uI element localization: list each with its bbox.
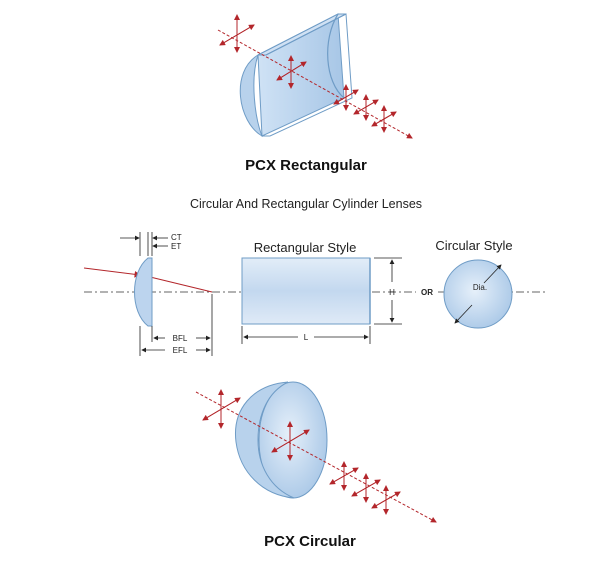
circular-lens-front xyxy=(443,259,513,329)
diagram-subtitle: Circular And Rectangular Cylinder Lenses xyxy=(190,197,422,211)
pcx-circular-caption: PCX Circular xyxy=(264,533,356,550)
et-label: ET xyxy=(171,242,181,251)
bfl-label: BFL xyxy=(173,334,188,343)
ct-et-dimension xyxy=(120,232,168,256)
h-dimension xyxy=(374,257,402,325)
dia-dimension xyxy=(454,264,502,324)
circular-style-title: Circular Style xyxy=(435,238,512,253)
pcx-circular-illustration xyxy=(195,381,437,523)
incident-ray xyxy=(83,267,213,293)
rectangular-style-title: Rectangular Style xyxy=(254,240,357,255)
pcx-rectangular-caption: PCX Rectangular xyxy=(245,157,367,174)
l-label: L xyxy=(304,333,309,342)
pcx-side-view-lens xyxy=(134,257,153,327)
efl-label: EFL xyxy=(173,346,188,355)
bfl-efl-dimension xyxy=(139,294,213,356)
or-label: OR xyxy=(421,288,433,297)
pcx-rectangular-illustration xyxy=(217,13,413,139)
ct-label: CT xyxy=(171,233,182,242)
l-dimension xyxy=(241,326,371,344)
h-label: H xyxy=(389,288,395,297)
rectangular-lens-front xyxy=(241,257,371,325)
dia-label: Dia. xyxy=(473,283,487,292)
